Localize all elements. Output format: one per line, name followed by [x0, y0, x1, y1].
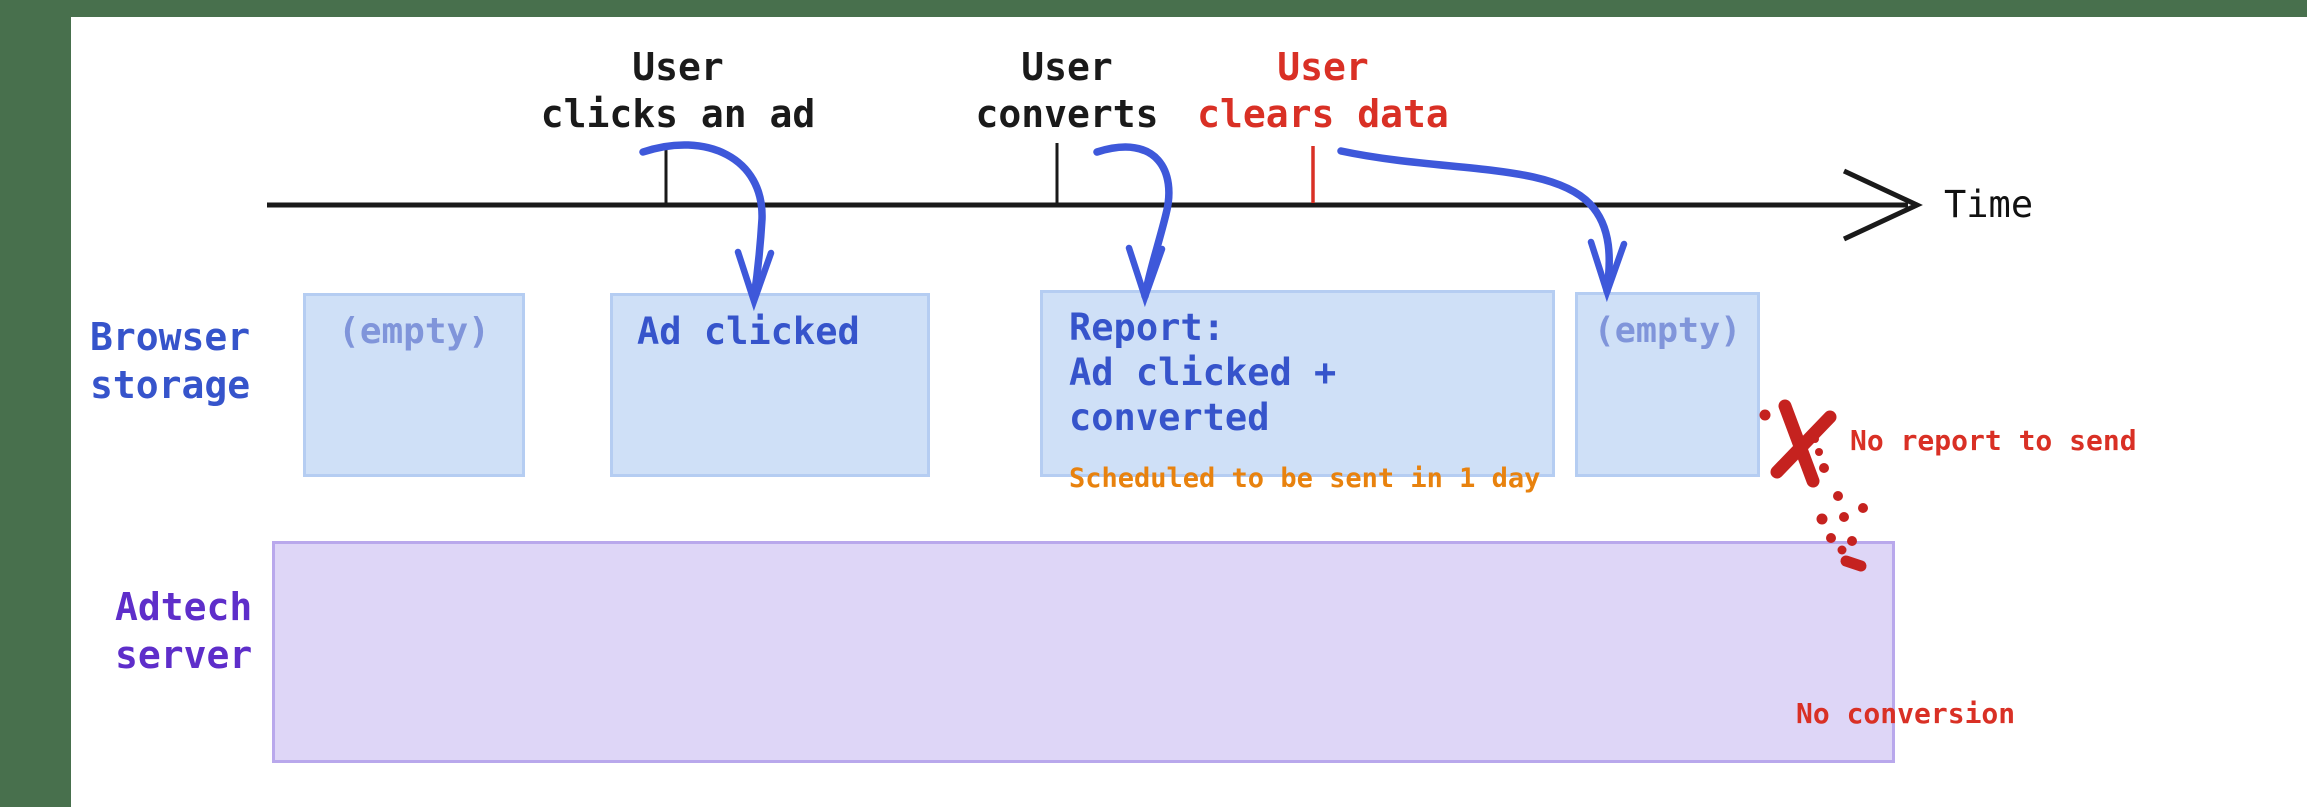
time-axis-label: Time — [1944, 183, 2034, 226]
adtech-server-label-line2: server — [115, 633, 253, 677]
adtech-server-box — [272, 541, 1895, 763]
browser-storage-box-empty-end: (empty) — [1575, 292, 1760, 477]
event-clears-data-line2: clears data — [1197, 92, 1449, 136]
empty-end-label: (empty) — [1593, 311, 1742, 351]
browser-storage-box-report: Report: Ad clicked + converted Scheduled… — [1040, 290, 1555, 494]
browser-storage-label-line2: storage — [90, 363, 251, 407]
no-report-annotation: No report to send — [1850, 424, 2137, 457]
event-label-ad-click: User clicks an ad — [468, 44, 888, 138]
ad-clicked-label: Ad clicked — [637, 310, 860, 353]
report-detail: Ad clicked + converted — [1069, 351, 1337, 439]
browser-storage-label-line1: Browser — [90, 315, 251, 359]
empty-start-label: (empty) — [338, 311, 490, 352]
browser-storage-box-ad-clicked: Ad clicked — [610, 293, 930, 477]
event-clears-data-line1: User — [1277, 45, 1369, 89]
report-schedule-note: Scheduled to be sent in 1 day — [1069, 463, 1541, 494]
no-conversion-annotation: No conversion reported to adtech — [1796, 599, 2099, 807]
browser-storage-box-empty-start: (empty) — [303, 293, 525, 477]
event-ad-click-line1: User — [632, 45, 724, 89]
event-converts-line2: converts — [975, 92, 1159, 136]
adtech-server-row-label: Adtech server — [115, 583, 252, 679]
event-label-clears-data: User clears data — [1113, 44, 1533, 138]
event-label-converts: User converts — [857, 44, 1277, 138]
report-title: Report: — [1069, 306, 1225, 349]
browser-storage-row-label: Browser storage — [90, 313, 250, 409]
event-ad-click-line2: clicks an ad — [540, 92, 816, 136]
no-conversion-line1: No conversion — [1796, 697, 2016, 730]
event-converts-line1: User — [1021, 45, 1113, 89]
adtech-server-label-line1: Adtech — [115, 585, 253, 629]
